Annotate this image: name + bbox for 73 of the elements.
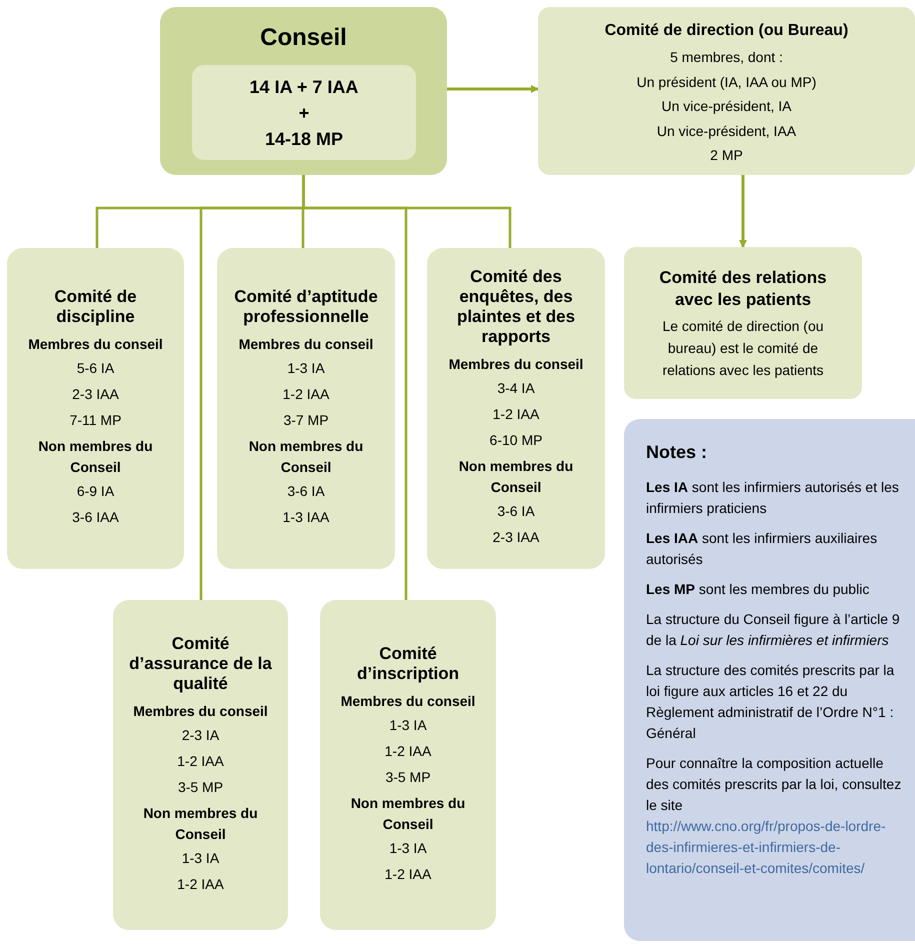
arrow [447, 85, 539, 93]
member-count: 2-3 IA [182, 726, 220, 744]
member-count: 6-10 MP [490, 431, 542, 450]
committee-box [217, 248, 395, 569]
member-count: 3-6 IA [497, 502, 535, 521]
note-text: La structure des comités prescrits par la loi figure aux articles 16 et 22 du Règlement administratif de l’Ordre N°1 : Général [646, 661, 896, 743]
member-count: 1-3 IA [389, 716, 427, 734]
box-title: Comité d’inscription [356, 644, 460, 684]
member-count: 2-3 IAA [72, 385, 119, 404]
notes-panel [624, 419, 915, 941]
member-count: 1-2 IAA [177, 752, 224, 770]
member-count: 1-2 IAA [177, 874, 224, 894]
committee-box [538, 7, 915, 175]
arrow [739, 175, 747, 248]
group-heading: Non membres du Conseil [37, 437, 154, 477]
connector-line [302, 175, 408, 600]
member-count: 1-2 IAA [492, 405, 540, 424]
committee-box [7, 248, 184, 569]
note-text: Les MP sont les membres du public [646, 580, 870, 599]
committee-box [113, 600, 288, 930]
box-title: Comité de direction (ou Bureau) [604, 21, 848, 41]
member-count: 5-6 IA [76, 359, 114, 378]
member-text: Un vice-président, IAA [656, 122, 796, 141]
group-heading: Non membres du Conseil [458, 457, 574, 497]
note-text: Les IA sont les infirmiers autorisés et les infirmiers praticiens [646, 478, 900, 518]
member-count: 3-5 MP [178, 778, 224, 796]
member-count: 3-5 MP [385, 768, 431, 786]
member-count: 1-3 IA [182, 848, 220, 868]
group-heading: Non membres du Conseil [350, 794, 466, 834]
group-heading: Membres du conseil [28, 335, 163, 354]
group-heading: Non membres du Conseil [248, 437, 364, 477]
note-text: Pour connaître la composition actuelle des comités prescrits par la loi, consultez le site [646, 754, 902, 815]
box-title: Comité des relations avec les patients [658, 267, 828, 311]
member-count: 1-2 IAA [384, 864, 432, 884]
box-title: Comité des enquêtes, des plaintes et des rapports [456, 267, 576, 347]
member-text: Un vice-président, IA [662, 97, 792, 116]
box-title: Comité d’aptitude professionnelle [233, 287, 379, 327]
member-text: 5 membres, dont : [670, 48, 783, 67]
notes-title: Notes : [646, 441, 708, 464]
member-text: 2 MP [710, 146, 743, 165]
group-heading: Non membres du Conseil [142, 804, 259, 844]
membership-text: + [298, 102, 310, 124]
member-count: 1-3 IAA [282, 508, 330, 527]
committee-box [320, 600, 496, 930]
committee-box [427, 248, 605, 569]
council-box [160, 7, 447, 175]
box-title: Comité d’assurance de la qualité [129, 634, 272, 694]
member-count: 1-2 IAA [282, 385, 330, 404]
member-count: 3-7 MP [283, 411, 329, 430]
member-count: 3-6 IA [287, 482, 325, 501]
member-count: 1-2 IAA [384, 742, 432, 760]
member-count: 7-11 MP [70, 411, 122, 430]
membership-box [192, 65, 416, 160]
membership-text: 14-18 MP [264, 128, 344, 150]
group-heading: Membres du conseil [238, 335, 374, 354]
member-count: 3-4 IA [497, 379, 535, 398]
description-text: Le comité de direction (ou bureau) est le comité de relations avec les patients [661, 317, 825, 380]
note-text: La structure du Conseil figure à l’article 9 de la Loi sur les infirmières et infirmiers [646, 610, 901, 650]
box-title: Conseil [260, 23, 347, 53]
member-count: 1-3 IA [287, 359, 325, 378]
group-heading: Membres du conseil [448, 355, 584, 374]
box-title: Comité de discipline [53, 287, 138, 327]
membership-text: 14 IA + 7 IAA [250, 76, 358, 98]
website-link: http://www.cno.org/fr/propos-de-lordre-des-infirmieres-et-infirmiers-de-lontario/conseil-et-comites/comites/ [646, 817, 887, 878]
member-count: 1-3 IA [389, 838, 427, 858]
group-heading: Membres du conseil [340, 692, 476, 710]
group-heading: Membres du conseil [133, 702, 268, 720]
member-text: Un président (IA, IAA ou MP) [636, 72, 816, 92]
member-count: 3-6 IAA [72, 508, 119, 527]
member-count: 2-3 IAA [492, 528, 540, 547]
member-count: 6-9 IA [76, 482, 114, 501]
note-text: Les IAA sont les infirmiers auxiliaires autorisés [646, 529, 878, 569]
committee-box [624, 247, 862, 399]
